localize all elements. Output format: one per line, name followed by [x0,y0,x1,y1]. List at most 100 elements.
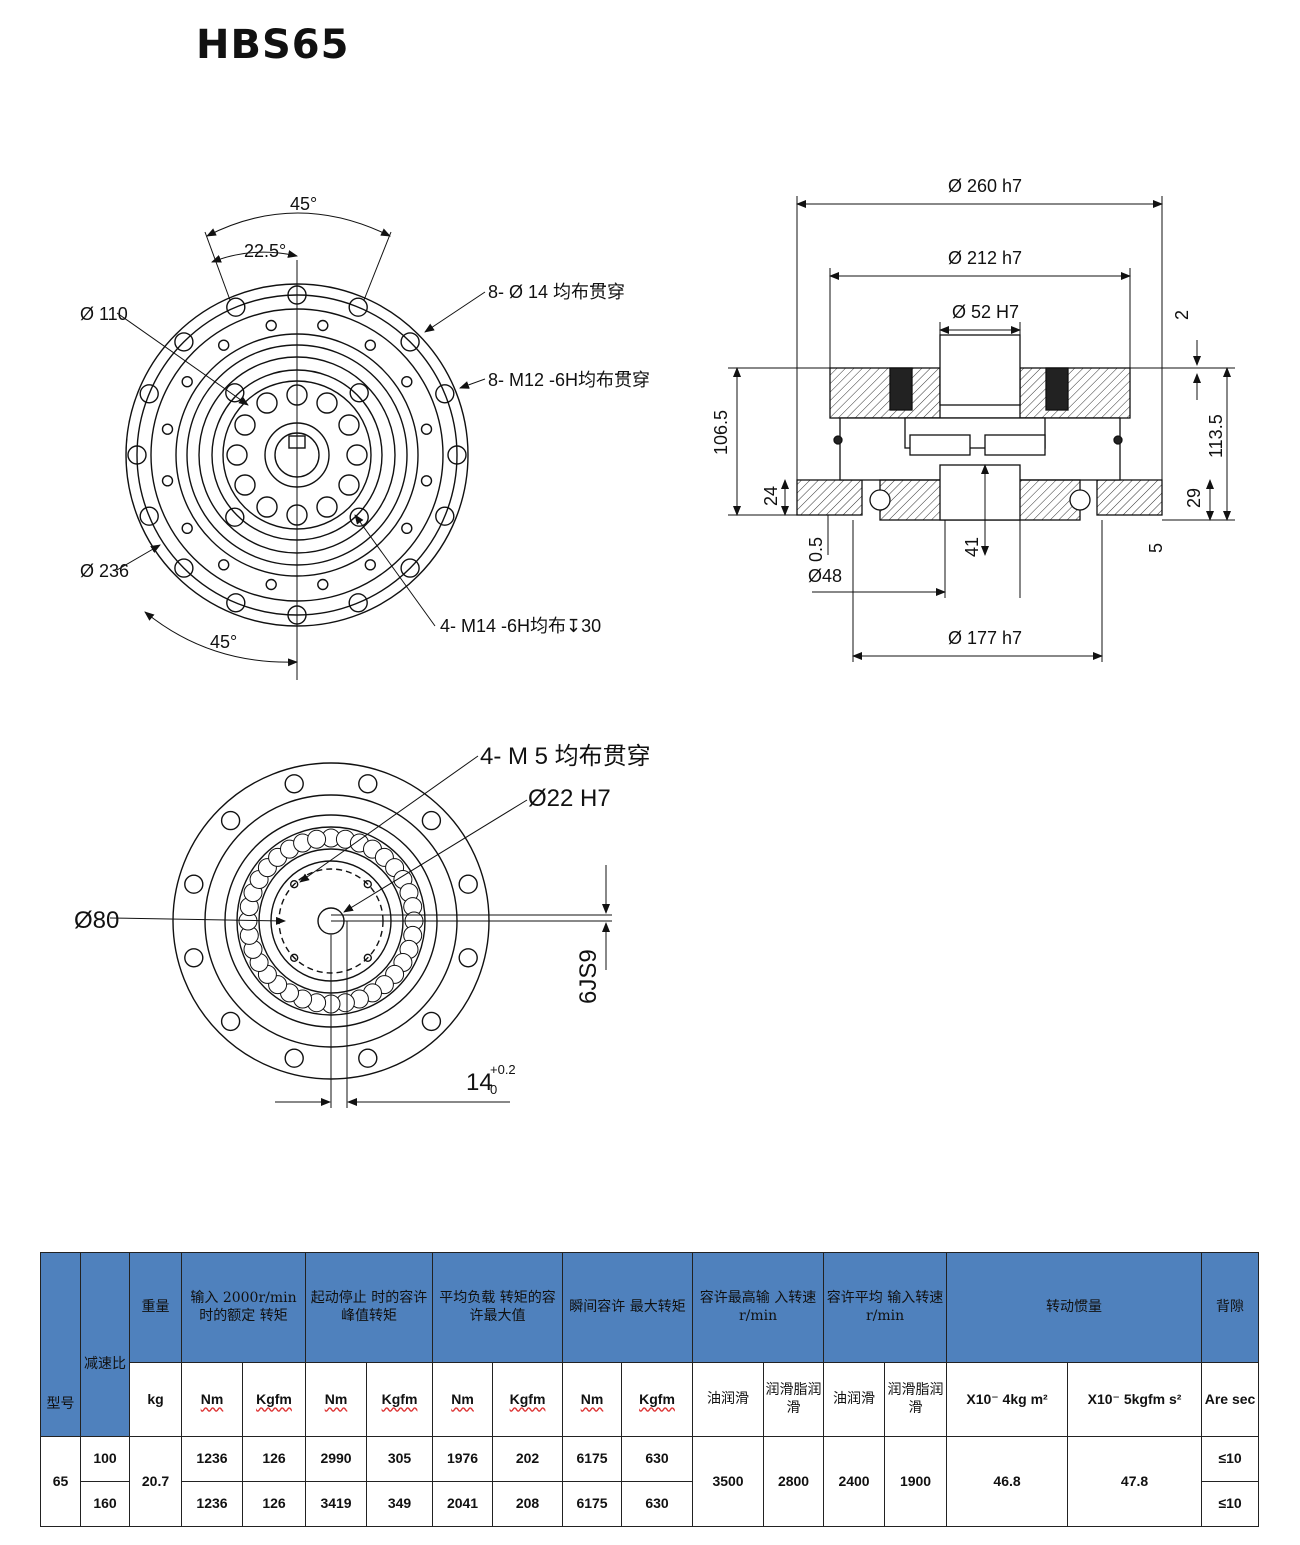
bolt-hole [435,506,455,526]
side-h-5: 5 [1146,543,1166,553]
bolt-hole [364,339,376,351]
bolt-hole [316,496,338,518]
bolt-hole [127,445,147,465]
bolt-hole [256,496,278,518]
cell-avg-nm: 1976 [432,1436,494,1482]
cell-start-kgfm: 305 [366,1436,434,1482]
front-thread-through: 8- M12 -6H均布贯穿 [488,370,650,390]
bolt-hole [226,444,248,466]
bolt-hole [338,414,360,436]
table-row: 65 100 20.7 1236 126 2990 305 1976 202 6… [40,1436,1260,1527]
technical-drawing: 45° 22.5° 45° Ø 110 Ø 236 8- Ø 14 均布贯穿 8… [74,176,1235,1108]
side-dia-48: Ø48 [808,566,842,586]
bolt-hole [217,559,230,571]
unit-oil: 油润滑 [692,1362,765,1437]
front-dia-236: Ø 236 [80,561,129,581]
bolt-hole [290,953,299,962]
side-h-41: 41 [962,537,982,557]
rear-key: 6JS9 [575,949,602,1004]
bolt-hole [401,376,413,388]
rear-dia-80: Ø80 [74,907,119,934]
front-thread-depth: 4- M14 -6H均布↧30 [440,616,601,636]
rear-slot: 14 [466,1069,493,1096]
unit-nm: Nm [451,1390,474,1407]
spec-table: 型号 减速比 重量 输入 2000r/min 时的额定 转矩 起动停止 时的容许… [40,1252,1260,1527]
bolt-hole [184,874,204,894]
cell-rated-kgfm: 126 [241,1481,307,1527]
unit-nm: Nm [580,1390,604,1407]
bolt-hole [225,383,245,403]
bolt-hole [348,593,368,613]
bolt-hole [400,558,420,578]
cell-weight: 20.7 [129,1436,182,1527]
bolt-hole [317,319,329,332]
cell-max-speed-grease: 2800 [763,1436,825,1527]
cell-mom-kgfm: 630 [621,1481,694,1527]
front-angle-45-bottom: 45° [210,632,237,652]
bolt-hole [184,948,204,968]
unit-arcsec: Are sec [1201,1362,1260,1437]
cell-rated-nm: 1236 [181,1481,243,1527]
bolt-hole [174,332,194,352]
front-angle-45-top: 45° [290,194,317,214]
bolt-hole [420,475,433,487]
bolt-hole [220,1011,241,1032]
unit-kgfm: Kgfm [639,1390,675,1407]
cell-mom-kgfm: 630 [621,1436,694,1482]
rear-dia-22: Ø22 H7 [528,785,611,812]
bolt-hole [139,384,159,404]
hdr-max-speed: 容许最高输 入转速 r/min [692,1252,825,1363]
cell-backlash: ≤10 [1201,1436,1260,1482]
bolt-hole [181,376,193,388]
hdr-weight: 重量 [129,1252,182,1363]
front-dia-110: Ø 110 [80,304,128,324]
cell-mom-nm: 6175 [562,1436,623,1482]
bolt-hole [220,810,241,831]
bolt-hole [174,558,194,578]
rear-bearing-balls [238,828,424,1014]
bolt-hole [181,522,193,534]
cell-avg-nm: 2041 [432,1481,494,1527]
unit-kgfm: Kgfm [509,1390,546,1407]
bolt-hole [256,392,278,414]
cell-inertia-2: 47.8 [1067,1436,1203,1527]
cell-backlash: ≤10 [1201,1481,1260,1527]
bolt-hole [363,880,372,889]
front-angle-22-5: 22.5° [244,241,286,261]
bolt-hole [458,948,478,968]
side-h-29: 29 [1184,488,1204,508]
bolt-hole [346,444,368,466]
cell-start-nm: 3419 [305,1481,368,1527]
front-dimensions [116,212,486,680]
cell-avg-speed-oil: 2400 [823,1436,886,1527]
table-row: 160 1236 126 3419 349 2041 208 6175 630 … [41,1481,1260,1527]
bolt-hole [234,474,256,496]
side-dia-212: Ø 212 h7 [948,248,1022,268]
unit-grease: 润滑脂润滑 [763,1362,825,1437]
bolt-hole [161,475,174,487]
cell-ratio: 100 [80,1436,130,1482]
bolt-hole [348,297,368,317]
cell-mom-nm: 6175 [562,1481,623,1527]
hdr-momentary: 瞬间容许 最大转矩 [562,1252,694,1363]
cell-avg-kgfm: 208 [492,1481,564,1527]
bolt-hole [447,445,467,465]
cell-rated-nm: 1236 [181,1436,243,1482]
unit-nm: Nm [200,1390,224,1407]
bolt-hole [265,319,277,332]
side-h-2: 2 [1172,310,1192,320]
cell-avg-speed-grease: 1900 [884,1436,948,1527]
side-h-113-5: 113.5 [1206,414,1226,458]
bolt-hole [421,810,442,831]
bolt-hole [401,522,413,534]
page-title: HBS65 [196,22,350,68]
rear-tol-lower: 0 [490,1082,497,1097]
hdr-ratio: 减速比 [80,1252,130,1437]
side-view [796,334,1163,521]
unit-grease-2: 润滑脂润滑 [884,1362,948,1437]
bolt-hole [161,423,174,435]
front-holes-through: 8- Ø 14 均布贯穿 [488,282,625,302]
bolt-hole [307,829,327,849]
unit-kgfm: Kgfm [256,1390,292,1407]
bolt-hole [338,474,360,496]
